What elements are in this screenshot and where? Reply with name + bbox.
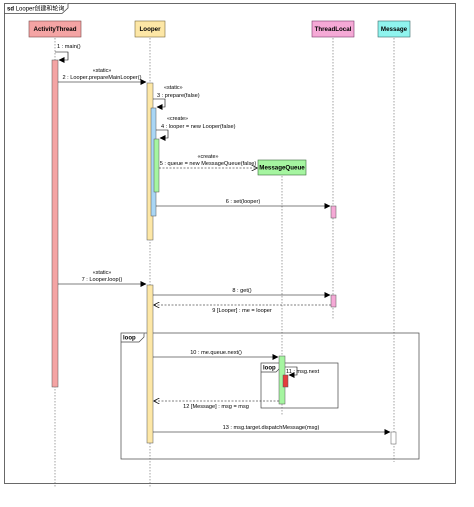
lifeline-message[interactable]: Message [377,20,411,38]
message-7-stereotype: «static» [93,270,112,276]
lifeline-activity[interactable]: ActivityThread [28,20,82,38]
lifeline-looper-label: Looper [140,26,162,33]
fragment-loop-inner-label: loop [263,366,276,372]
frame-keyword: sd [7,7,14,13]
message-7-label: 7 : Looper.loop() [82,277,123,283]
activation-looper-new [153,138,160,193]
lifeline-looper[interactable]: Looper [134,20,166,38]
activation-threadlocal-get [330,294,337,308]
message-labels: 1 : main() «static» 2 : Looper.prepareMa… [57,44,320,431]
message-arrows [55,51,391,435]
fragment-loop-outer: loop [120,332,420,460]
fragment-loop-outer-label: loop [123,336,136,342]
message-6-label: 6 : set(looper) [226,199,261,205]
activation-message-dispatch [390,431,397,445]
object-messagequeue[interactable]: MessageQueue [257,159,307,176]
message-5-stereotype: «create» [198,154,219,160]
message-5-label: 5 : queue = new MessageQueue(false) [160,161,257,167]
message-9-label: 9 [Looper] : me = looper [212,308,272,314]
activation-activity [51,59,59,388]
activations [51,59,397,445]
message-4-stereotype: «create» [167,116,188,122]
lifeline-activity-label: ActivityThread [34,26,77,33]
message-4-arrow [156,129,169,141]
message-13-label: 13 : msg.target.dispatchMessage(msg) [223,425,320,431]
lifeline-threadlocal-label: ThreadLocal [315,26,352,33]
message-12-label: 12 [Message] : msg = msg [183,404,249,410]
frame-title: sd Looper创建和轮询 [7,5,64,13]
lifelines [54,38,395,488]
message-3-stereotype: «static» [164,85,183,91]
message-10-label: 10 : me.queue.next() [190,350,242,356]
lifeline-message-label: Message [381,26,408,33]
activation-looper-loop [146,284,154,444]
message-1-label: 1 : main() [57,44,81,50]
message-3-label: 3 : prepare(false) [157,93,200,99]
message-2-stereotype: «static» [93,68,112,74]
lifeline-threadlocal[interactable]: ThreadLocal [311,20,355,38]
sd-frame: sd Looper创建和轮询 [4,3,456,484]
message-4-label: 4 : looper = new Looper(false) [161,124,236,130]
message-11-label: 11 : msg.next [286,369,320,375]
activation-msg-next [282,374,289,388]
message-1-arrow [55,51,69,63]
message-2-label: 2 : Looper.prepareMainLooper() [63,75,142,81]
activation-threadlocal-set [330,205,337,219]
message-8-label: 8 : get() [232,288,251,294]
message-3-arrow [153,98,166,110]
object-messagequeue-label: MessageQueue [259,165,305,172]
message-11-arrow [285,366,298,378]
